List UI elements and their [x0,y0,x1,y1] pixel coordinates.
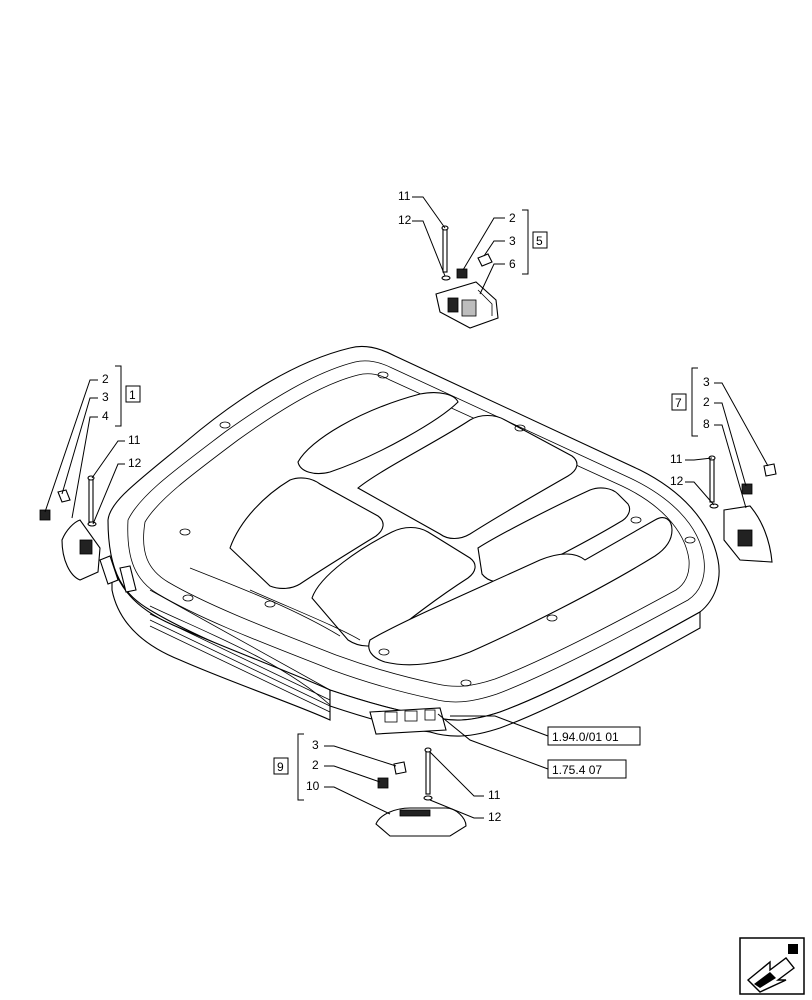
reference-box-2 [547,759,627,779]
group-box-bottom [273,757,289,775]
navigation-arrow-icon[interactable] [739,937,805,995]
bulb-top [477,253,493,267]
callout-top-12: 12 [398,213,412,227]
callout-right-2: 2 [703,395,710,409]
beacon-light-bottom [375,807,467,837]
bolt-right [709,457,715,503]
beacon-assembly-right [708,455,777,563]
callout-right-12: 12 [670,474,684,488]
group-box-right [671,393,687,411]
cab-roof [99,345,720,737]
callout-group-bottom: 3 2 10 9 11 12 [273,733,502,824]
group-label-right: 7 [675,396,682,410]
nut-right [741,483,753,495]
beacon-assembly-left [39,475,101,581]
group-label-top: 5 [536,234,543,248]
nut-top [456,268,468,279]
reference-label-2: 1.75.4 07 [552,763,602,777]
washer-top [441,275,451,281]
bulb-right [763,463,777,477]
callout-left-2: 2 [102,372,109,386]
group-box-left [125,385,141,403]
bulb-left [57,489,71,503]
roof-panel-rear-left [297,392,459,475]
callout-right-11: 11 [670,452,683,466]
beacon-assembly-bottom [375,747,467,837]
bolt-top [442,227,448,273]
callout-bottom-10: 10 [306,779,320,793]
callout-top-6: 6 [509,257,516,271]
reference-box-1 [547,726,641,746]
bolt-bottom [425,749,431,795]
group-label-left: 1 [129,388,136,402]
group-label-bottom: 9 [277,760,284,774]
beacon-assembly-top [435,225,499,329]
callout-top-11: 11 [398,189,411,203]
reference-boxes: 1.94.0/01 01 1.75.4 07 [437,713,641,779]
callout-top-2: 2 [509,211,516,225]
callout-bottom-12: 12 [488,810,502,824]
callout-right-3: 3 [703,375,710,389]
bulb-bottom [393,761,407,775]
washer-left [87,521,97,527]
callout-left-11: 11 [128,433,141,447]
callout-group-top: 11 12 2 3 6 5 [398,189,548,295]
callout-right-8: 8 [703,417,710,431]
roof-panel-rear-right [357,414,578,540]
reference-label-1: 1.94.0/01 01 [552,730,619,744]
front-grille [149,613,331,713]
callout-left-4: 4 [102,409,109,423]
callout-bottom-11: 11 [488,788,501,802]
roof-mount-holes [179,371,696,687]
nut-bottom [377,777,389,789]
callout-left-12: 12 [128,456,142,470]
callout-group-left: 2 3 4 1 11 12 [44,365,142,525]
bolt-left [88,477,94,523]
washer-right [709,503,719,509]
group-box-top [532,231,548,249]
callout-bottom-3: 3 [312,738,319,752]
callout-top-3: 3 [509,234,516,248]
under-roof-bracket [99,555,447,735]
callout-bottom-2: 2 [312,758,319,772]
washer-bottom [423,795,433,801]
callout-left-3: 3 [102,390,109,404]
callout-group-right: 3 2 8 7 11 12 [670,367,769,509]
nut-left [39,509,51,521]
roof-panel-left [229,477,384,589]
roof-panel-front [368,517,673,666]
